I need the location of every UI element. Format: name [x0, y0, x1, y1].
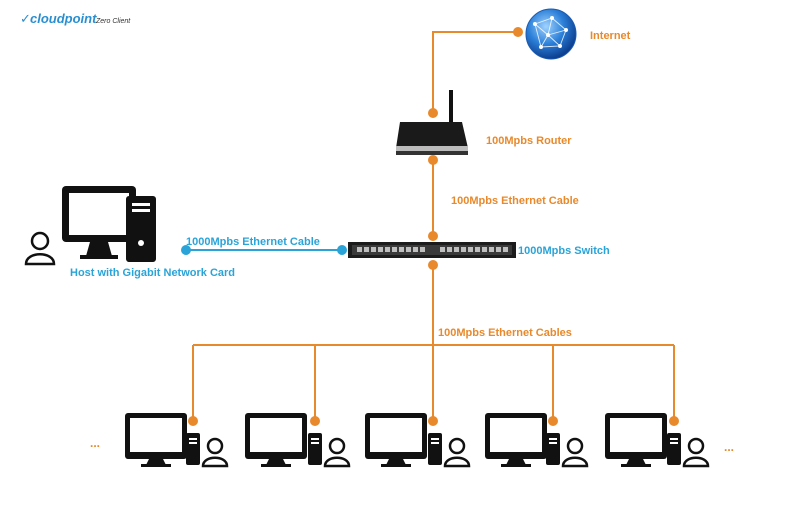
cables — [186, 31, 675, 421]
connection-dots — [181, 27, 679, 426]
zero-client-icon — [428, 433, 442, 465]
globe-icon — [525, 8, 577, 60]
switch-label: 1000Mpbs Switch — [518, 245, 610, 257]
client-1 — [125, 413, 229, 468]
logo-check-icon: ✓ — [20, 11, 31, 26]
router-icon — [396, 90, 468, 155]
ellipsis-left: ... — [90, 436, 100, 450]
client-4 — [485, 413, 589, 468]
user-icon — [323, 437, 351, 468]
logo-text: cloudpoint — [30, 11, 97, 26]
zero-client-icon — [667, 433, 681, 465]
logo: ✓ cloudpoint Zero Client — [20, 11, 131, 26]
monitor-icon — [245, 413, 307, 467]
router-label: 100Mpbs Router — [486, 135, 572, 147]
logo-subtitle: Zero Client — [95, 18, 131, 25]
monitor-icon — [485, 413, 547, 467]
client-3 — [365, 413, 471, 468]
ellipsis-right: ... — [724, 440, 734, 454]
cable-internet-router — [432, 31, 518, 112]
zero-client-icon — [186, 433, 200, 465]
user-icon — [443, 437, 471, 468]
client-2 — [245, 413, 351, 468]
monitor-icon — [365, 413, 427, 467]
monitor-icon — [605, 413, 667, 467]
host-cable-label: 1000Mpbs Ethernet Cable — [186, 236, 320, 248]
internet-label: Internet — [590, 30, 631, 42]
client-cables-label: 100Mpbs Ethernet Cables — [438, 327, 572, 339]
zero-client-icon — [308, 433, 322, 465]
router-switch-cable-label: 100Mpbs Ethernet Cable — [451, 195, 579, 207]
client-5 — [605, 413, 710, 468]
user-icon — [201, 437, 229, 468]
host-computer-icon — [62, 186, 156, 262]
user-icon — [682, 437, 710, 468]
host-user-icon — [24, 231, 56, 266]
monitor-icon — [125, 413, 187, 467]
zero-client-icon — [546, 433, 560, 465]
host-label: Host with Gigabit Network Card — [70, 267, 235, 279]
switch-icon — [348, 242, 516, 258]
user-icon — [561, 437, 589, 468]
